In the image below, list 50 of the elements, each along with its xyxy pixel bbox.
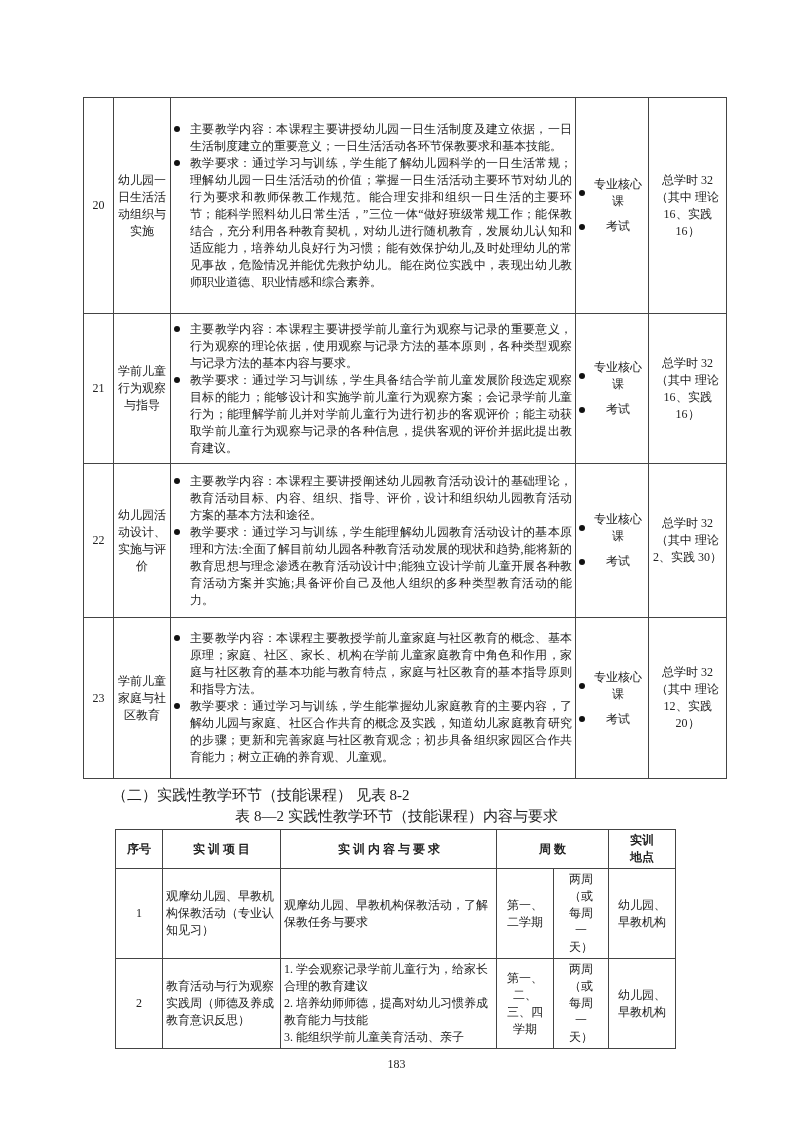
content-bullet-text: 教学要求：通过学习与训练，学生具备结合学前儿童发展阶段选定观察目标的能力；能够设计和实施学前儿童行为观察方案；会记录学前儿童行为；能理解学前儿并对学前儿童行为进行初步的客观评价；能主动获取学前儿童行为观察与记录的各种信息，提供客观的评价并据此提出教育建议。	[190, 371, 572, 457]
weeks: 两周（或每周一天）	[568, 961, 594, 1046]
credit-hours: 总学时 32（其中 理论 2、实践 30）	[652, 515, 723, 566]
column-header: 实 训 项 目	[193, 840, 250, 858]
course-number: 22	[92, 532, 105, 549]
training-location: 幼儿园、早教机构	[617, 896, 667, 931]
column-header: 周 数	[539, 840, 566, 858]
table-caption: 表 8—2 实践性教学环节（技能课程）内容与要求	[234, 807, 559, 826]
course-name: 幼儿园一日生活活动组织与实施	[117, 171, 167, 240]
course-type: 专业核心课	[593, 359, 643, 393]
course-type: 专业核心课	[593, 668, 643, 703]
course-number: 23	[92, 689, 105, 707]
column-header: 实 训 内 容 与 要 求	[337, 840, 440, 858]
course-name: 学前儿童家庭与社区教育	[117, 672, 167, 724]
course-name: 学前儿童行为观察与指导	[117, 363, 167, 414]
training-content: 2. 培养幼师师德，提高对幼儿习惯养成教育能力与技能	[284, 995, 489, 1029]
content-bullet-text: 主要教学内容：本课程主要讲授学前儿童行为观察与记录的重要意义，行为观察的理论依据，使用观察与记录方法的基本原则，各种类型观察与记录方法的基本内容与要求。	[190, 320, 572, 372]
column-header: 实训地点	[628, 832, 655, 866]
credit-hours: 总学时 32（其中 理论 12、实践 20）	[655, 664, 720, 732]
course-number: 20	[92, 197, 105, 214]
content-bullet-text: 主要教学内容：本课程主要讲授幼儿园一日生活制度及建立依据，一日生活制度建立的重要意义；一日生活活动各环节保教要求和基本技能。	[190, 120, 572, 155]
training-item: 教育活动与行为观察实践周（师德及养成教育意识反思）	[166, 978, 275, 1029]
credit-hours: 总学时 32（其中 理论 16、实践 16）	[655, 354, 720, 423]
course-name: 幼儿园活动设计、实施与评价	[117, 506, 167, 575]
content-bullet-text: 主要教学内容：本课程主要教授学前儿童家庭与社区教育的概念、基本原理；家庭、社区、家长、机构在学前儿童家庭教育中角色和作用，家庭与社区教育的基本功能与教育特点，家庭与社区教育的基本指导原则和指导方法。	[190, 630, 572, 698]
assessment-method: 考试	[605, 710, 631, 728]
course-type: 专业核心课	[593, 511, 643, 545]
training-content: 观摩幼儿园、早教机构保教活动，了解保教任务与要求	[284, 896, 489, 931]
content-bullet-text: 教学要求：通过学习与训练，学生能了解幼儿园科学的一日生活常规；理解幼儿园一日生活活动的价值；掌握一日生活活动主要环节对幼儿的行为要求和教师保教工作规范。能合理安排和组织一日生活的主要环节；能科学照料幼儿日常生活，”三位一体“做好班级常规工作；能保教结合，充分利用各种教育契机，对幼儿进行随机教育，发展幼儿认知和适应能力，培养幼儿良好行为习惯；能有效保护幼儿,及时处理幼儿的常见事故，危险情况并能优先救护幼儿。能在岗位实践中，表现出幼儿教师职业道德、职业情感和综合素养。	[190, 154, 572, 291]
content-bullet-text: 主要教学内容：本课程主要讲授阐述幼儿园教育活动设计的基础理论，教育活动目标、内容、组织、指导、评价，设计和组织幼儿园教育活动方案的基本方法和途径。	[190, 472, 572, 524]
course-number: 21	[92, 380, 105, 397]
training-item: 观摩幼儿园、早教机构保教活动（专业认知见习）	[166, 888, 275, 939]
section-heading: （二）实践性教学环节（技能课程） 见表 8-2	[112, 786, 410, 805]
row-number: 2	[136, 995, 142, 1012]
course-type: 专业核心课	[593, 176, 643, 210]
row-number: 1	[136, 905, 142, 922]
assessment-method: 考试	[605, 218, 631, 235]
content-bullet-text: 教学要求：通过学习与训练，学生能理解幼儿园教育活动设计的基本原理和方法:全面了解目前幼儿园各种教育活动发展的现状和趋势,能将新的教育思想与理念渗透在教育活动设计中;能独立设计学前儿童开展各种教育活动方案并实施;具备评价自己及他人组织的多种类型教育活动的能力。	[190, 523, 572, 609]
column-header: 序号	[127, 840, 151, 858]
training-location: 幼儿园、早教机构	[617, 986, 667, 1021]
content-bullet-text: 教学要求：通过学习与训练，学生能掌握幼儿家庭教育的主要内容，了解幼儿园与家庭、社区合作共育的概念及实践，知道幼儿家庭教育研究的步骤；更新和完善家庭与社区教育观念；初步具备组织家园区合作共育能力；树立正确的养育观、儿童观。	[190, 698, 572, 766]
credit-hours: 总学时 32（其中 理论 16、实践 16）	[655, 171, 720, 240]
assessment-method: 考试	[605, 553, 631, 570]
training-content: 3. 能组织学前儿童美育活动、亲子	[284, 1029, 465, 1046]
weeks: 两周（或每周一天）	[568, 871, 594, 956]
page-number: 183	[386, 1057, 407, 1072]
training-content: 1. 学会观察记录学前儿童行为，给家长合理的教育建议	[284, 961, 489, 995]
semester: 第一、二学期	[506, 896, 544, 931]
assessment-method: 考试	[605, 401, 631, 418]
semester: 第一、二、三、四学期	[506, 969, 544, 1038]
